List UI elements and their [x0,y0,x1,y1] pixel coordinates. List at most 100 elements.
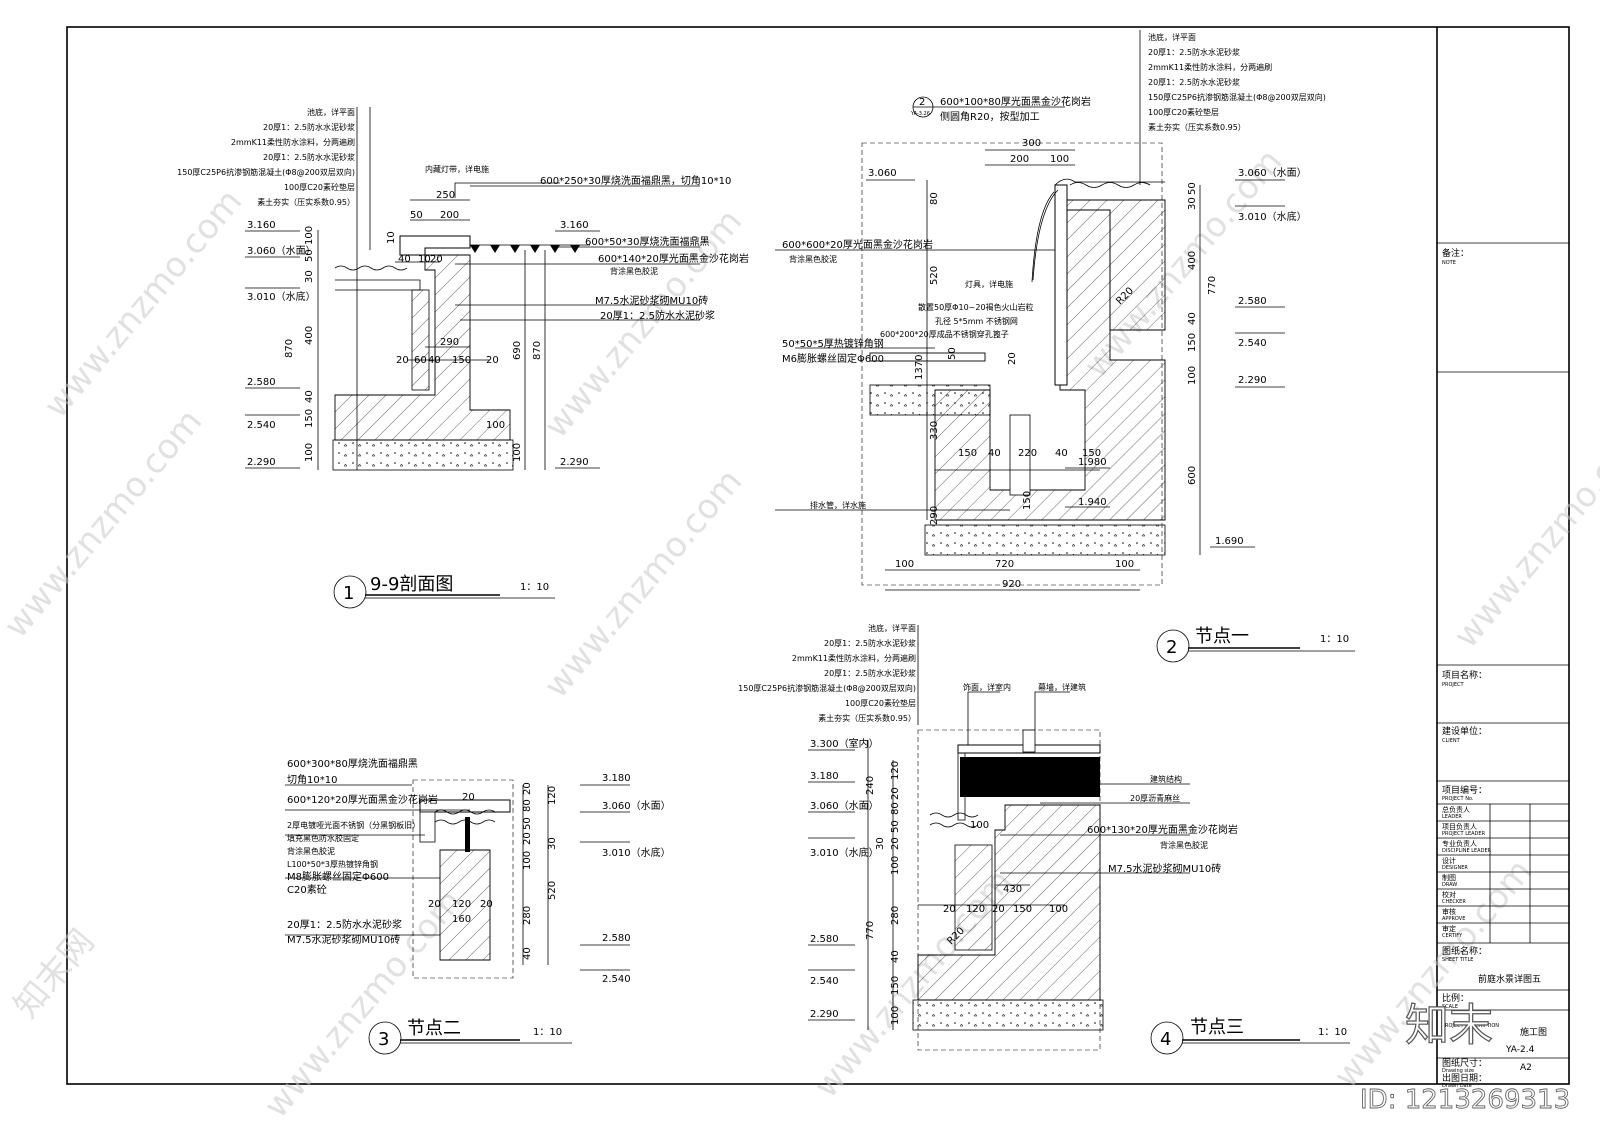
svg-text:www.znzmo.com: www.znzmo.com [0,402,210,646]
watermark: www.znzmo.com www.znzmo.com www.znzmo.co… [0,142,1600,1126]
svg-text:YA-3.26: YA-3.26 [910,111,930,117]
section4-callouts: 饰面，详室内 幕墙，详建筑 建筑结构 20厚沥青麻丝 600*130*20厚光面… [963,682,1238,875]
svg-text:30: 30 [875,837,886,850]
svg-text:150: 150 [1022,491,1033,510]
svg-text:10: 10 [418,254,431,265]
svg-text:2.580: 2.580 [810,934,839,945]
svg-text:30: 30 [304,270,315,283]
svg-text:1.690: 1.690 [1215,536,1244,547]
section3-title: 3 节点二 1：10 [368,1018,572,1055]
svg-text:870: 870 [532,341,543,360]
svg-text:CHECKER: CHECKER [1442,899,1466,905]
svg-text:3.060: 3.060 [868,168,897,179]
svg-text:设计: 设计 [1442,856,1456,865]
section2-title: 2 节点一 1：10 [1156,626,1355,663]
svg-text:20: 20 [428,899,441,910]
svg-text:1：10: 1：10 [1318,1027,1347,1038]
svg-text:920: 920 [1002,579,1021,590]
svg-text:40: 40 [522,947,533,960]
svg-text:100: 100 [890,1006,901,1025]
svg-text:2.290: 2.290 [560,457,589,468]
svg-text:520: 520 [547,881,558,900]
svg-text:池底，详平面: 池底，详平面 [868,623,916,633]
svg-text:www.znzmo.com: www.znzmo.com [36,182,250,426]
svg-text:20: 20 [1007,352,1018,365]
svg-text:100厚C20素砼垫层: 100厚C20素砼垫层 [1148,107,1219,117]
svg-text:专业负责人: 专业负责人 [1442,839,1477,848]
svg-text:3.160: 3.160 [247,220,276,231]
section1-dimensions: 250 50 200 10 40 10 20 290 20 60 40 150 … [284,190,543,462]
svg-text:100: 100 [1115,559,1134,570]
section2-elevations: 3.060 3.060（水面） 3.010（水底） 2.580 2.540 2.… [866,167,1307,548]
section4-layer-list: 池底，详平面 20厚1：2.5防水水泥砂浆 2mmK11柔性防水涂料，分两遍刷 … [738,623,916,723]
section4-dimensions: 120 240 20 80 100 50 30 20 100 280 770 4… [865,761,1068,1025]
svg-text:120: 120 [890,761,901,780]
svg-text:PROJECT LEADER: PROJECT LEADER [1442,831,1486,837]
svg-text:图纸尺寸：: 图纸尺寸： [1442,1057,1487,1069]
svg-text:PROJECT No.: PROJECT No. [1442,796,1474,802]
section1-layer-list: 池底，详平面 20厚1：2.5防水水泥砂浆 2mmK11柔性防水涂料，分两遍刷 … [177,107,355,207]
svg-text:120: 120 [547,786,558,805]
svg-text:100: 100 [1187,366,1198,385]
svg-text:3.060（水面）: 3.060（水面） [247,245,316,257]
svg-text:散置50厚Φ10~20褐色火山岩粒: 散置50厚Φ10~20褐色火山岩粒 [918,302,1034,312]
svg-text:20厚1：2.5防水水泥砂浆: 20厚1：2.5防水水泥砂浆 [600,309,715,322]
svg-text:1.980: 1.980 [1078,457,1107,468]
svg-text:20: 20 [462,792,475,803]
svg-text:1：10: 1：10 [1320,634,1349,645]
svg-text:150厚C25P6抗渗钢筋混凝土(Φ8@200双层双向): 150厚C25P6抗渗钢筋混凝土(Φ8@200双层双向) [177,167,355,177]
svg-text:20: 20 [890,787,901,800]
svg-text:20: 20 [396,355,409,366]
svg-text:素土夯实（压实系数0.95）: 素土夯实（压实系数0.95） [257,197,355,207]
section3-elevations: 3.180 3.060（水面） 3.010（水底） 2.580 2.540 [580,773,671,985]
svg-text:2.290: 2.290 [247,457,276,468]
svg-text:50: 50 [1187,182,1198,195]
svg-text:CERTIFY: CERTIFY [1442,933,1463,939]
svg-text:20: 20 [992,904,1005,915]
section2-layer-list: 池底，详平面 20厚1：2.5防水水泥砂浆 2mmK11柔性防水涂料，分两遍刷 … [1148,32,1326,132]
svg-text:2mmK11柔性防水涂料，分两遍刷: 2mmK11柔性防水涂料，分两遍刷 [231,137,355,147]
svg-text:20: 20 [430,254,443,265]
svg-text:690: 690 [512,341,523,360]
svg-text:建设单位：: 建设单位： [1442,725,1487,737]
svg-text:填充黑色防水胶固定: 填充黑色防水胶固定 [287,833,359,843]
svg-text:1：10: 1：10 [533,1027,562,1038]
svg-text:2mmK11柔性防水涂料，分两遍刷: 2mmK11柔性防水涂料，分两遍刷 [1148,62,1272,72]
svg-text:审定: 审定 [1442,924,1456,933]
svg-text:C20素砼: C20素砼 [287,883,327,896]
svg-text:LEADER: LEADER [1442,814,1462,820]
svg-text:备注：: 备注： [1442,247,1469,259]
svg-text:600*250*30厚烧洗面福鼎黑，切角10*10: 600*250*30厚烧洗面福鼎黑，切角10*10 [540,174,731,187]
svg-text:背涂黑色胶泥: 背涂黑色胶泥 [789,254,837,264]
svg-text:600*100*80厚光面黑金沙花岗岩: 600*100*80厚光面黑金沙花岗岩 [940,95,1091,108]
svg-text:SCALE: SCALE [1442,1004,1458,1010]
svg-text:600: 600 [1187,466,1198,485]
svg-text:池底，详平面: 池底，详平面 [307,107,355,117]
svg-text:1370: 1370 [914,355,925,380]
svg-text:400: 400 [1187,251,1198,270]
svg-text:3.010（水底）: 3.010（水底） [602,846,671,859]
svg-text:150: 150 [304,409,315,428]
svg-text:2.290: 2.290 [1238,375,1267,386]
svg-text:校对: 校对 [1442,890,1456,899]
svg-text:3.160: 3.160 [560,220,589,231]
svg-text:建筑结构: 建筑结构 [1150,774,1182,784]
svg-text:DESIGNER: DESIGNER [1442,865,1468,871]
title-block: 备注： NOTE 项目名称： PROJECT 建设单位： CLIENT 项目编号… [1437,242,1569,1089]
svg-text:L100*50*3厚热镀锌角钢: L100*50*3厚热镀锌角钢 [287,859,378,869]
svg-text:150: 150 [1187,333,1198,352]
svg-text:3.180: 3.180 [602,773,631,784]
svg-text:SHEET TITLE: SHEET TITLE [1442,957,1473,963]
svg-text:3.060（水面）: 3.060（水面） [810,800,879,812]
svg-text:节点一: 节点一 [1195,626,1249,647]
svg-text:内藏灯带，详电施: 内藏灯带，详电施 [425,164,489,174]
svg-text:灯具，详电施: 灯具，详电施 [965,279,1013,289]
svg-text:M6膨胀螺丝固定Φ600: M6膨胀螺丝固定Φ600 [782,352,884,365]
svg-text:200: 200 [1010,154,1029,165]
svg-text:APPROVE: APPROVE [1442,916,1465,922]
svg-text:2: 2 [919,97,925,108]
svg-text:总负责人: 总负责人 [1442,805,1470,814]
section4-title: 4 节点三 1：10 [1150,1017,1350,1055]
section2-callouts: 600*600*20厚光面黑金沙花岗岩 背涂黑色胶泥 灯具，详电施 散置50厚Φ… [782,238,1034,510]
